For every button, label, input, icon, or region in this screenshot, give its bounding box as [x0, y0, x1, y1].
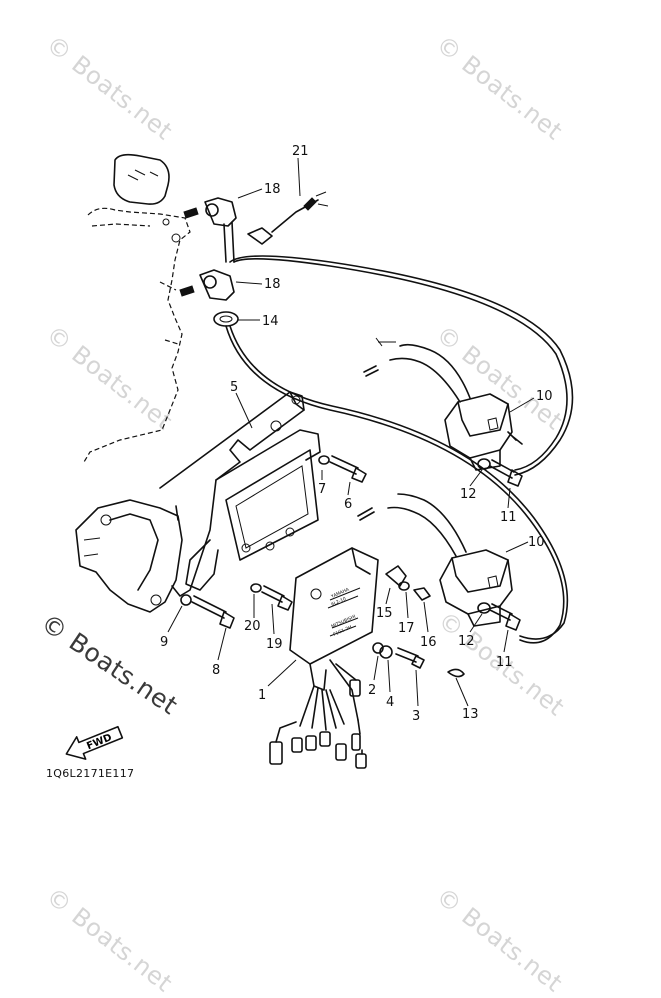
callout-20: 20 [244, 619, 261, 634]
callout-2: 2 [368, 683, 376, 698]
callout-12-lower: 12 [458, 634, 475, 649]
callout-labels: 21 18 18 14 5 10 7 6 12 11 10 15 17 16 1… [160, 144, 553, 724]
callout-12-upper: 12 [460, 487, 477, 502]
callout-11-lower: 11 [496, 655, 513, 670]
callout-13: 13 [462, 707, 479, 722]
engine-block-outline [83, 153, 191, 463]
callout-1: 1 [258, 688, 266, 703]
cdi-label: YAMAHA 6L2-10 MITSUBISHI F1G1-2H [329, 586, 356, 638]
callout-5: 5 [230, 380, 238, 395]
high-tension-cables [225, 255, 574, 644]
callout-6: 6 [344, 497, 352, 512]
leader-lines [167, 157, 535, 707]
grommet-14 [213, 311, 239, 327]
callout-17: 17 [398, 621, 415, 636]
callout-10-upper: 10 [536, 389, 553, 404]
ignition-coil-upper [363, 337, 523, 471]
callout-19: 19 [266, 637, 283, 652]
ignition-coil-lower [357, 493, 513, 627]
callout-10-lower: 10 [528, 535, 545, 550]
callout-18-upper: 18 [264, 182, 281, 197]
callout-21: 21 [292, 144, 309, 159]
small-fasteners [180, 565, 465, 678]
forward-arrow: FWD [65, 725, 124, 760]
spark-plug-cap-upper [183, 197, 237, 263]
callout-18-lower: 18 [264, 277, 281, 292]
callout-7: 7 [318, 482, 326, 497]
lead-wire-21 [247, 191, 329, 245]
cdi-wiring-harness [269, 659, 367, 769]
cdi-unit [289, 547, 379, 691]
callout-4: 4 [386, 695, 394, 710]
callout-11-upper: 11 [500, 510, 517, 525]
spark-plug-cap-lower [179, 269, 235, 301]
parts-diagram: 21 18 18 14 5 10 7 6 12 11 10 15 17 16 1… [65, 144, 574, 769]
callout-9: 9 [160, 635, 168, 650]
callout-14: 14 [262, 314, 279, 329]
cdi-label-line-2: 6L2-10 [330, 596, 347, 608]
callout-3: 3 [412, 709, 420, 724]
callout-16: 16 [420, 635, 437, 650]
lower-bracket-left [75, 499, 183, 613]
bolts-and-washers-coils [477, 458, 523, 631]
callout-15: 15 [376, 606, 393, 621]
callout-8: 8 [212, 663, 220, 678]
diagram-code: 1Q6L2171E117 [46, 767, 135, 780]
bolt-6-washer-7 [318, 455, 367, 483]
fwd-label: FWD [85, 732, 113, 752]
mounting-bracket [159, 391, 321, 597]
